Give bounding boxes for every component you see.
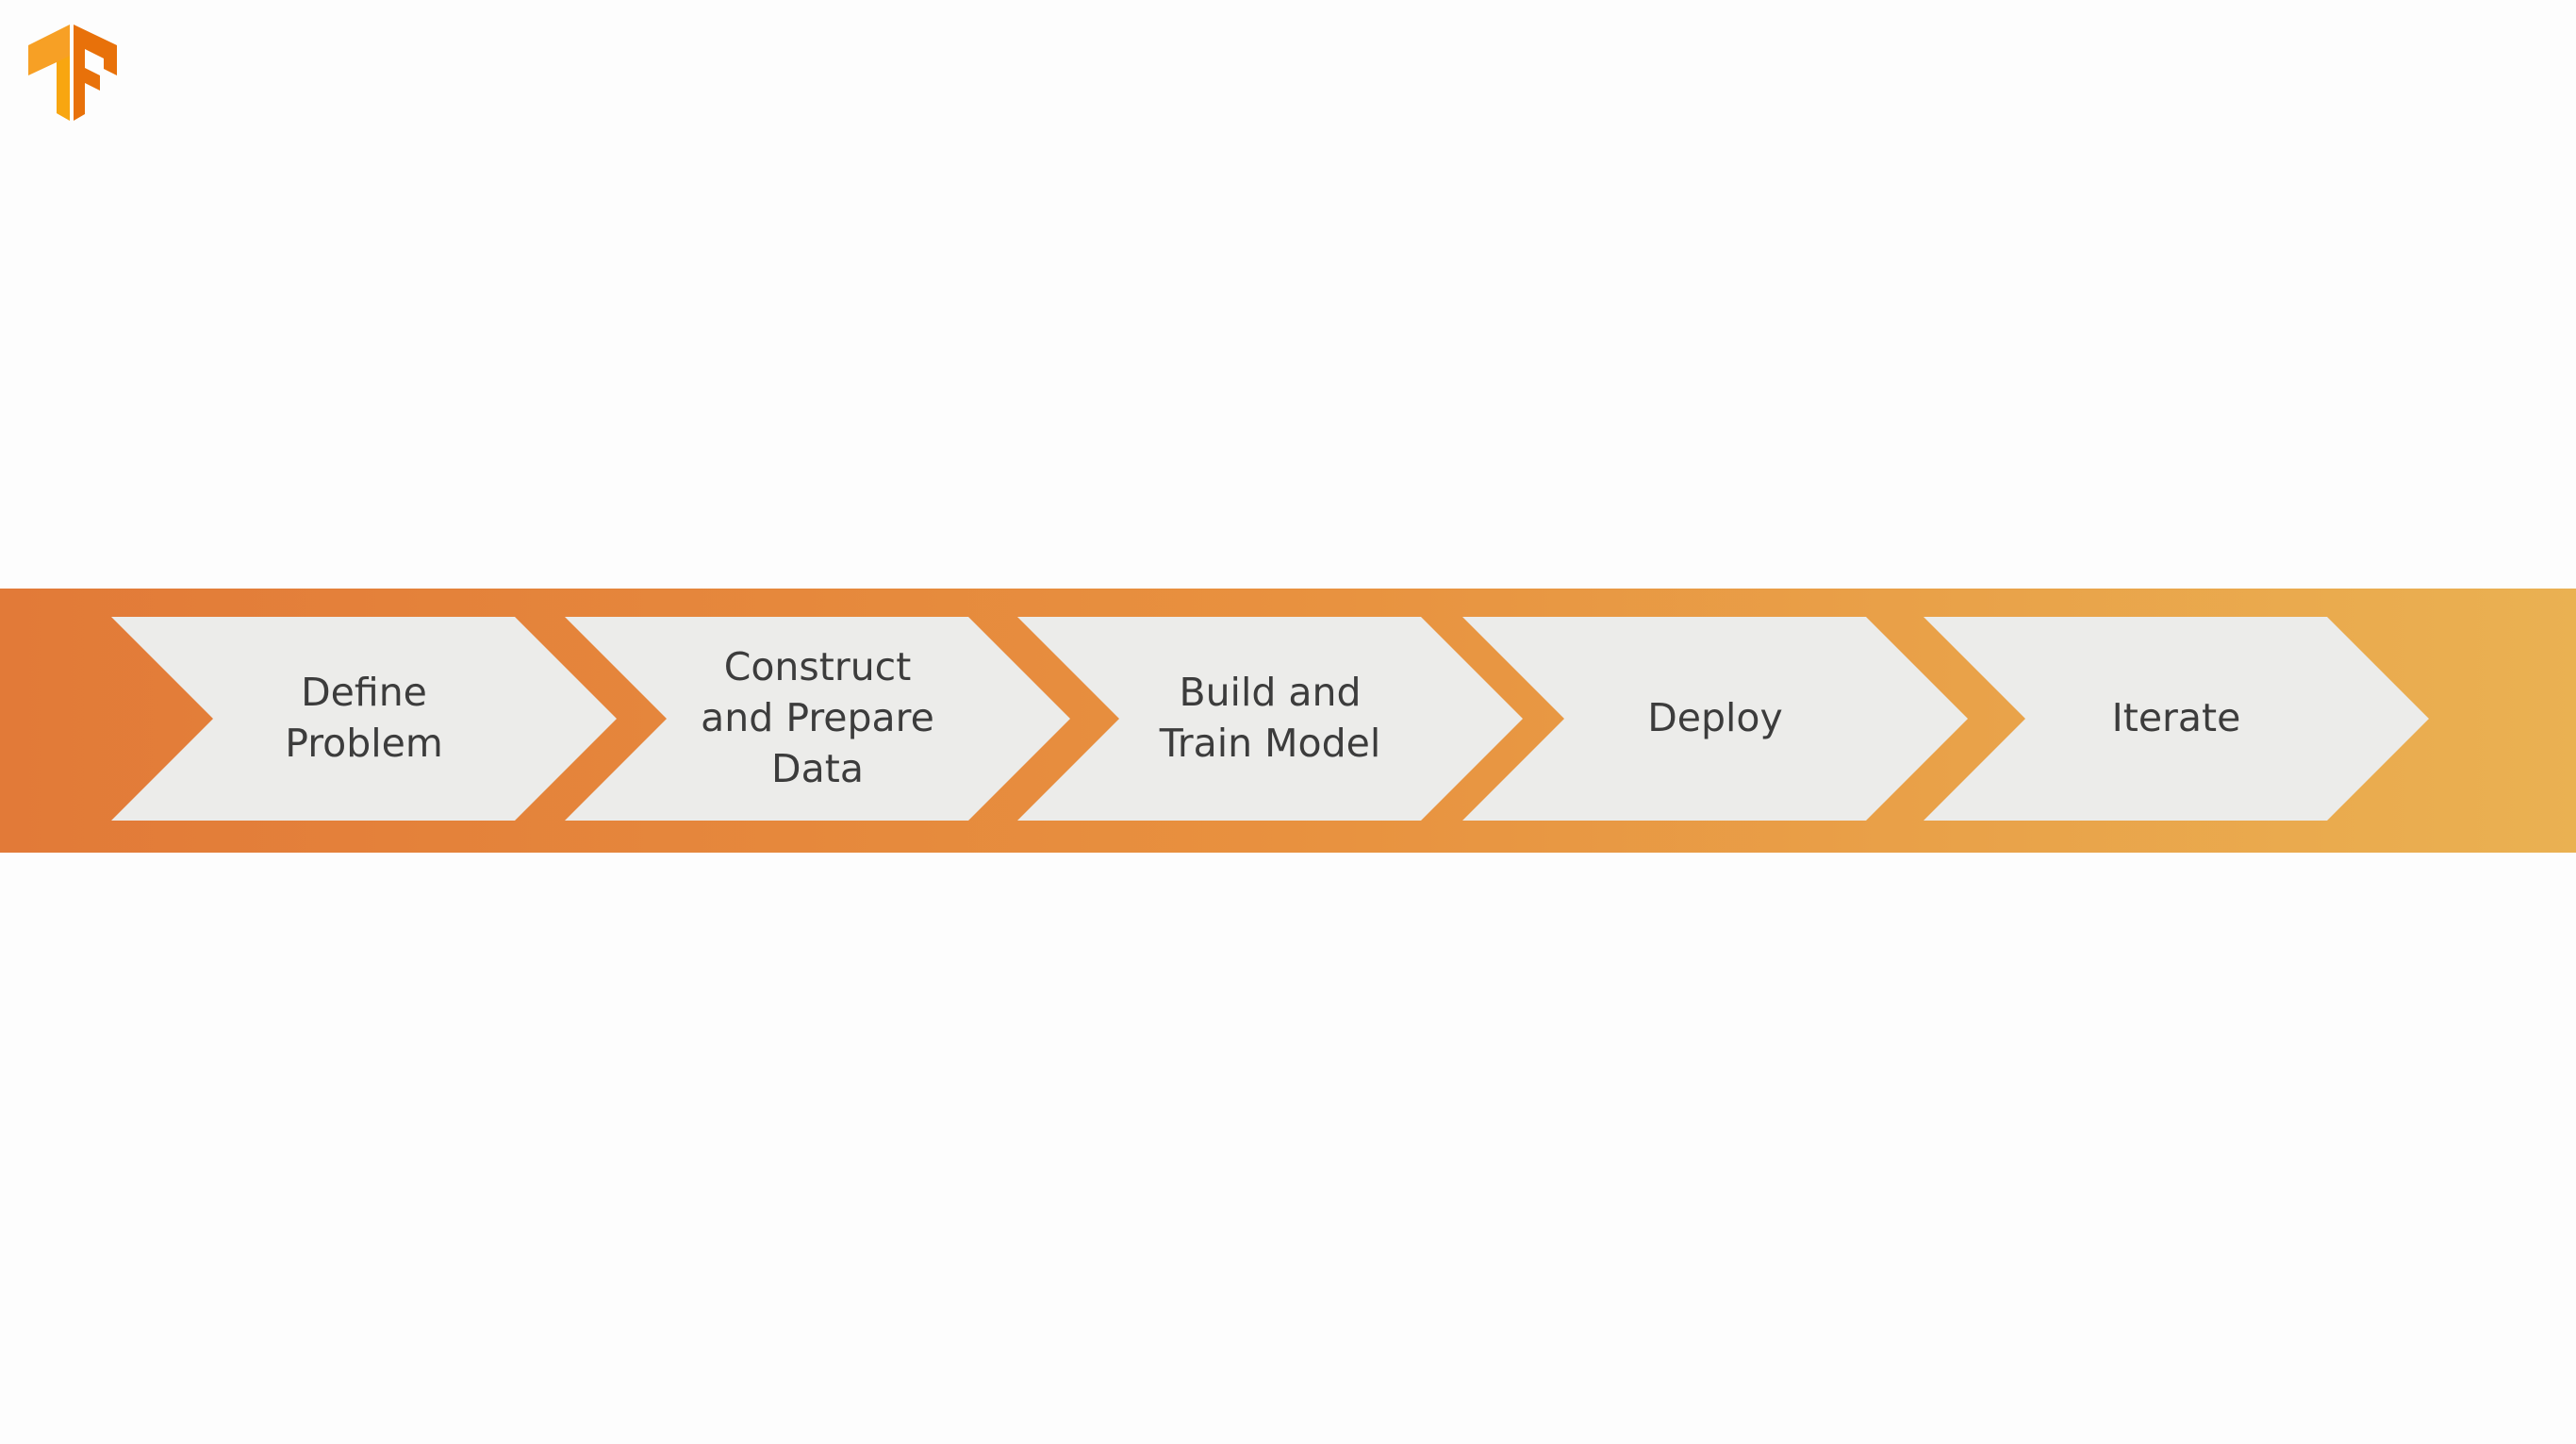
step-label-iterate: Iterate bbox=[2111, 695, 2241, 740]
chevron-step-5 bbox=[1924, 617, 2429, 821]
step-label-deploy: Deploy bbox=[1647, 695, 1783, 740]
chevron-step-2 bbox=[565, 617, 1070, 821]
step-label-define-problem: Define Problem bbox=[285, 670, 443, 766]
chevron-step-4 bbox=[1462, 617, 1968, 821]
tensorflow-logo-icon bbox=[28, 25, 117, 121]
step-label-build-train: Build and Train Model bbox=[1159, 670, 1381, 766]
chevron-step-3 bbox=[1017, 617, 1523, 821]
chevron-step-1 bbox=[111, 617, 617, 821]
step-label-construct-data: Construct and Prepare Data bbox=[701, 644, 934, 791]
process-band bbox=[0, 589, 2576, 853]
